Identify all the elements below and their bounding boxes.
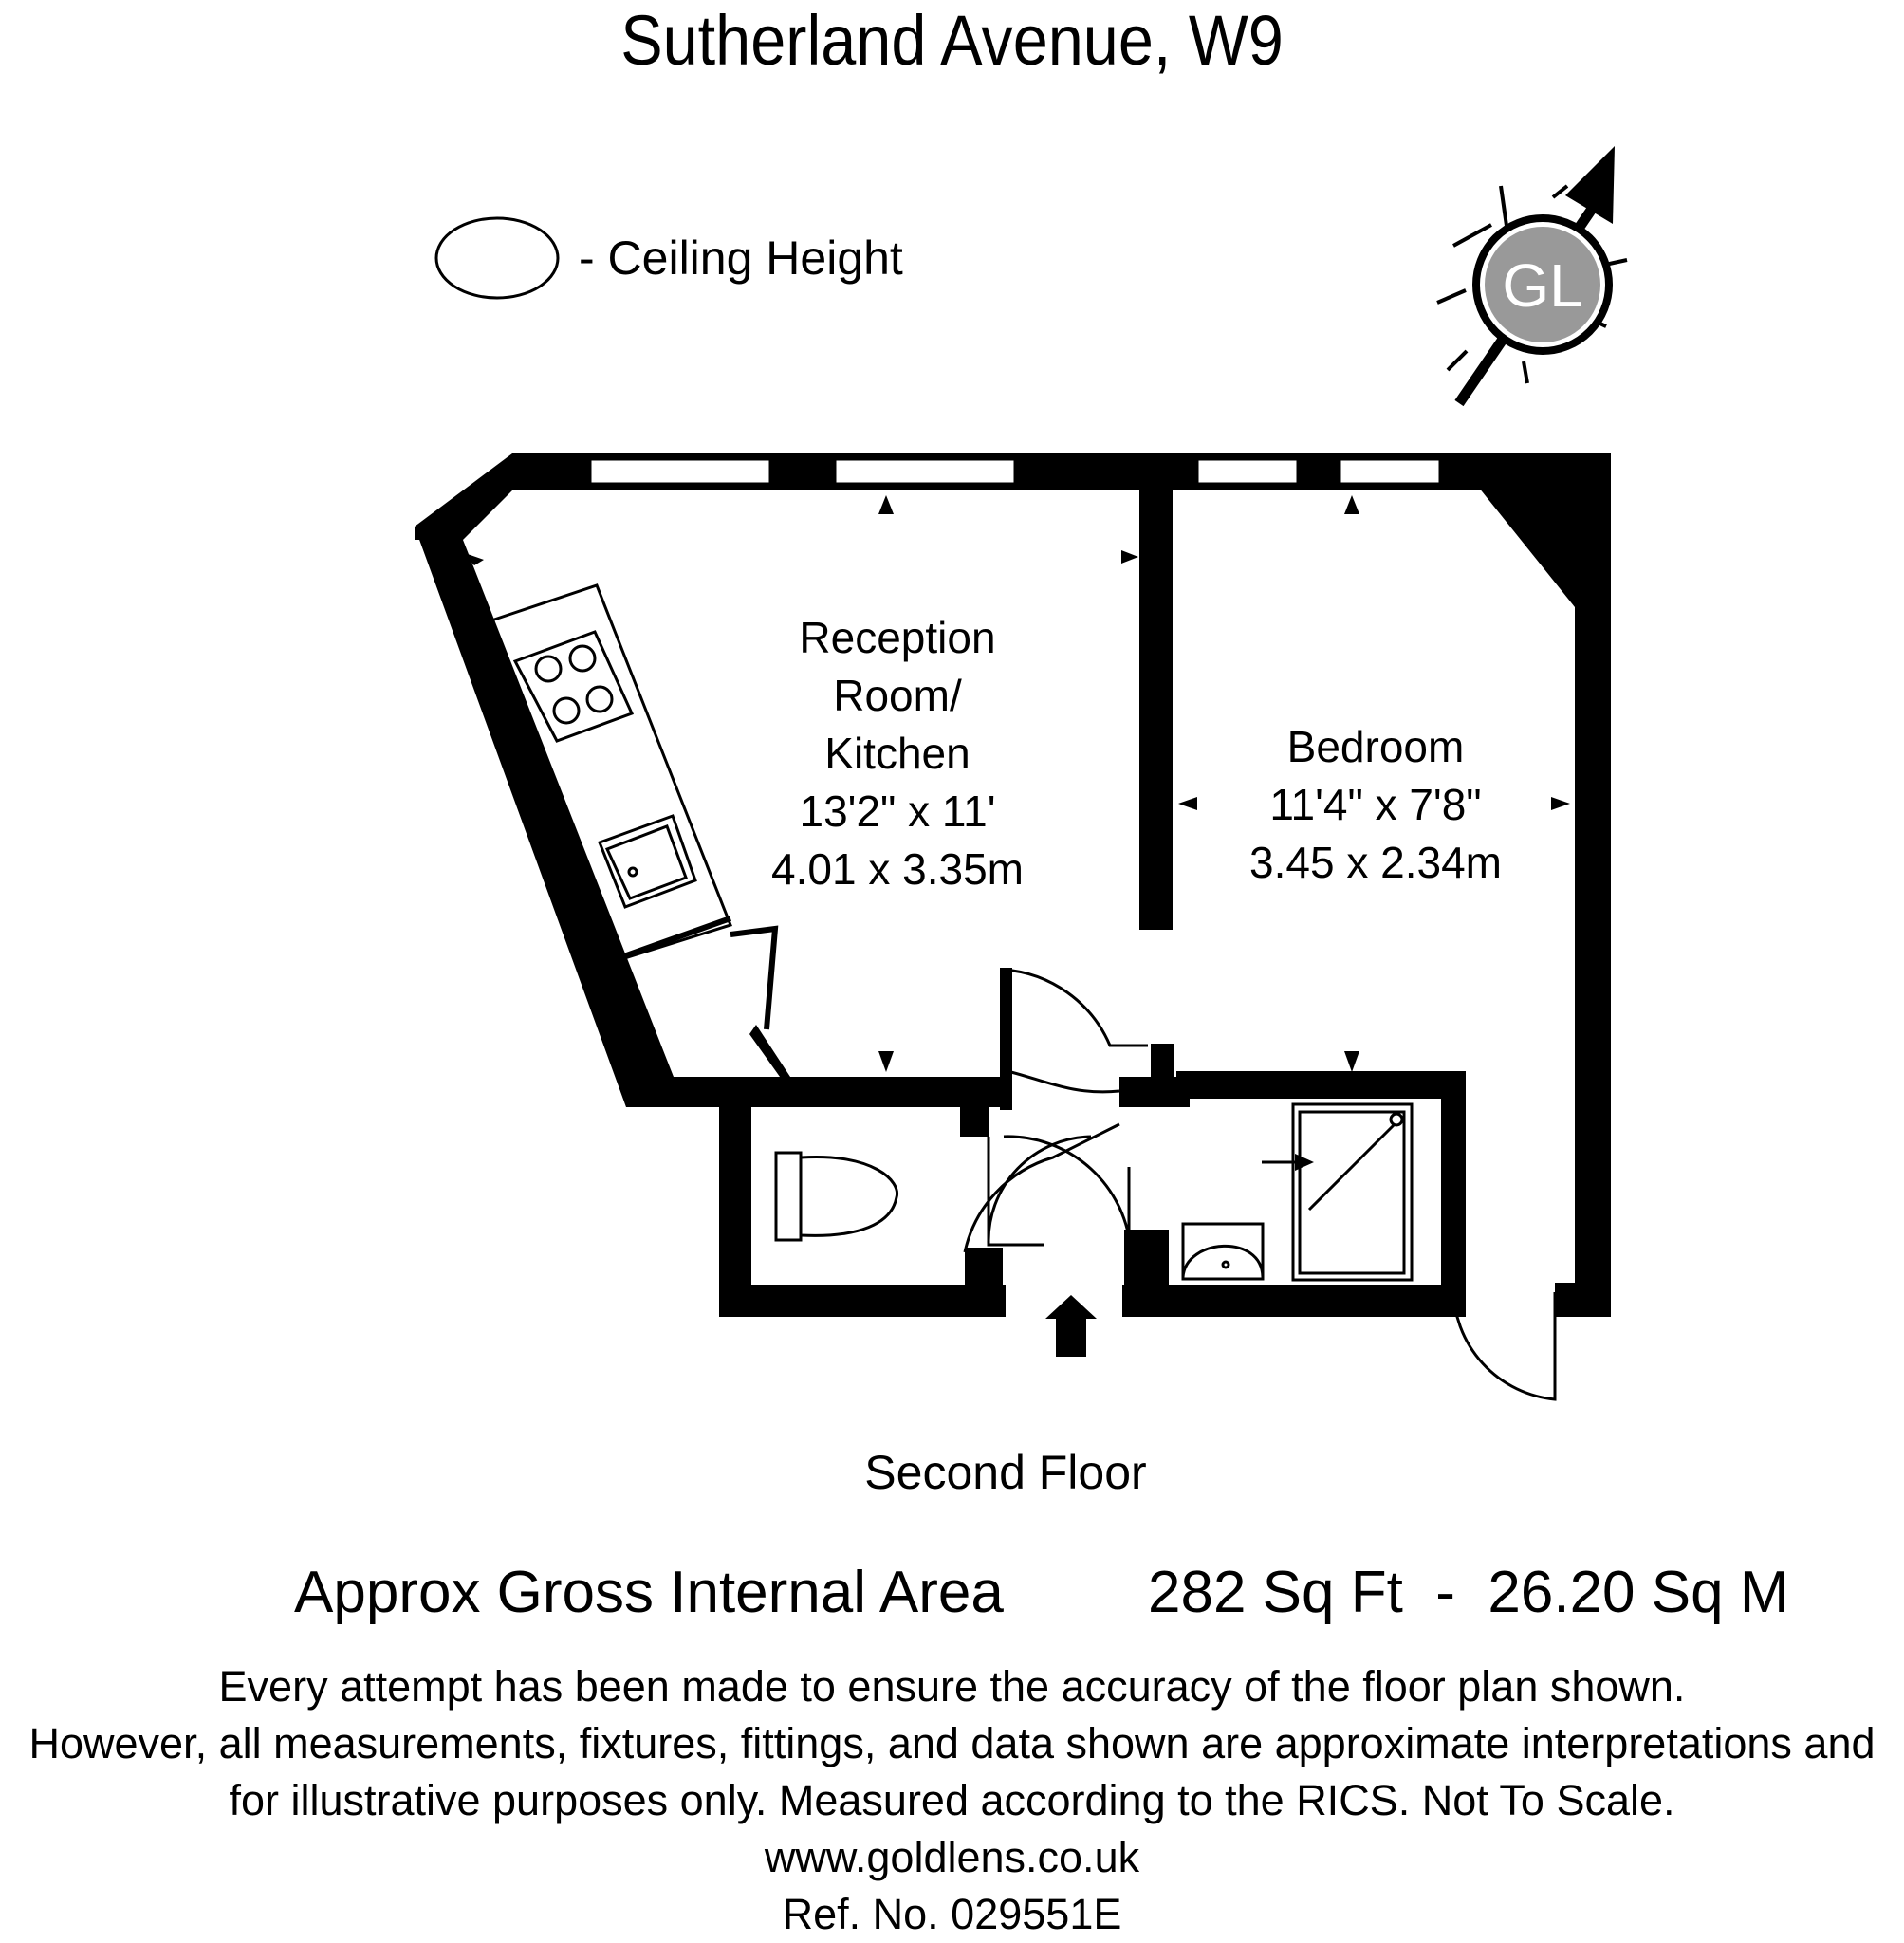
reference-number: Ref. No. 029551E — [782, 1890, 1122, 1938]
door-swings — [963, 968, 1557, 1401]
window-markers — [462, 495, 1570, 1072]
page-title: Sutherland Avenue, W9 — [620, 1, 1284, 80]
entrance-arrow-icon — [1045, 1295, 1097, 1357]
hob-icon — [512, 630, 635, 743]
reception-name-line3: Kitchen — [824, 729, 970, 778]
logo-text: GL — [1502, 251, 1582, 320]
room-label-bedroom: Bedroom 11'4" x 7'8" 3.45 x 2.34m — [1233, 718, 1518, 892]
reception-metric: 4.01 x 3.35m — [771, 844, 1024, 894]
compass-logo: GL — [1436, 146, 1628, 407]
room-label-reception: Reception Room/ Kitchen 13'2" x 11' 4.01… — [755, 609, 1040, 898]
area-value: 282 Sq Ft - 26.20 Sq M — [1148, 1560, 1789, 1625]
area-label: Approx Gross Internal Area — [294, 1560, 1004, 1625]
windows — [588, 457, 1442, 486]
floor-name: Second Floor — [864, 1446, 1147, 1499]
reception-name-line2: Room/ — [833, 671, 962, 720]
shower-arrow — [1262, 1154, 1314, 1171]
disclaimer-line-3: for illustrative purposes only. Measured… — [229, 1776, 1675, 1824]
kitchen-counter — [487, 583, 732, 962]
disclaimer-line-2: However, all measurements, fixtures, fit… — [28, 1719, 1876, 1767]
reception-imperial: 13'2" x 11' — [799, 786, 996, 836]
ceiling-height-legend-icon — [434, 216, 560, 300]
website-link[interactable]: www.goldlens.co.uk — [764, 1833, 1140, 1881]
toilet-icon — [774, 1151, 899, 1242]
shower-icon — [1291, 1102, 1414, 1282]
bedroom-name: Bedroom — [1286, 722, 1465, 771]
walls — [415, 453, 1611, 1317]
legend-label: - Ceiling Height — [579, 231, 903, 285]
bedroom-metric: 3.45 x 2.34m — [1249, 838, 1502, 887]
reception-name-line1: Reception — [799, 613, 996, 662]
basin-icon — [1181, 1222, 1265, 1281]
sink-icon — [598, 814, 697, 909]
disclaimer-line-1: Every attempt has been made to ensure th… — [218, 1662, 1686, 1711]
bedroom-imperial: 11'4" x 7'8" — [1269, 780, 1482, 829]
